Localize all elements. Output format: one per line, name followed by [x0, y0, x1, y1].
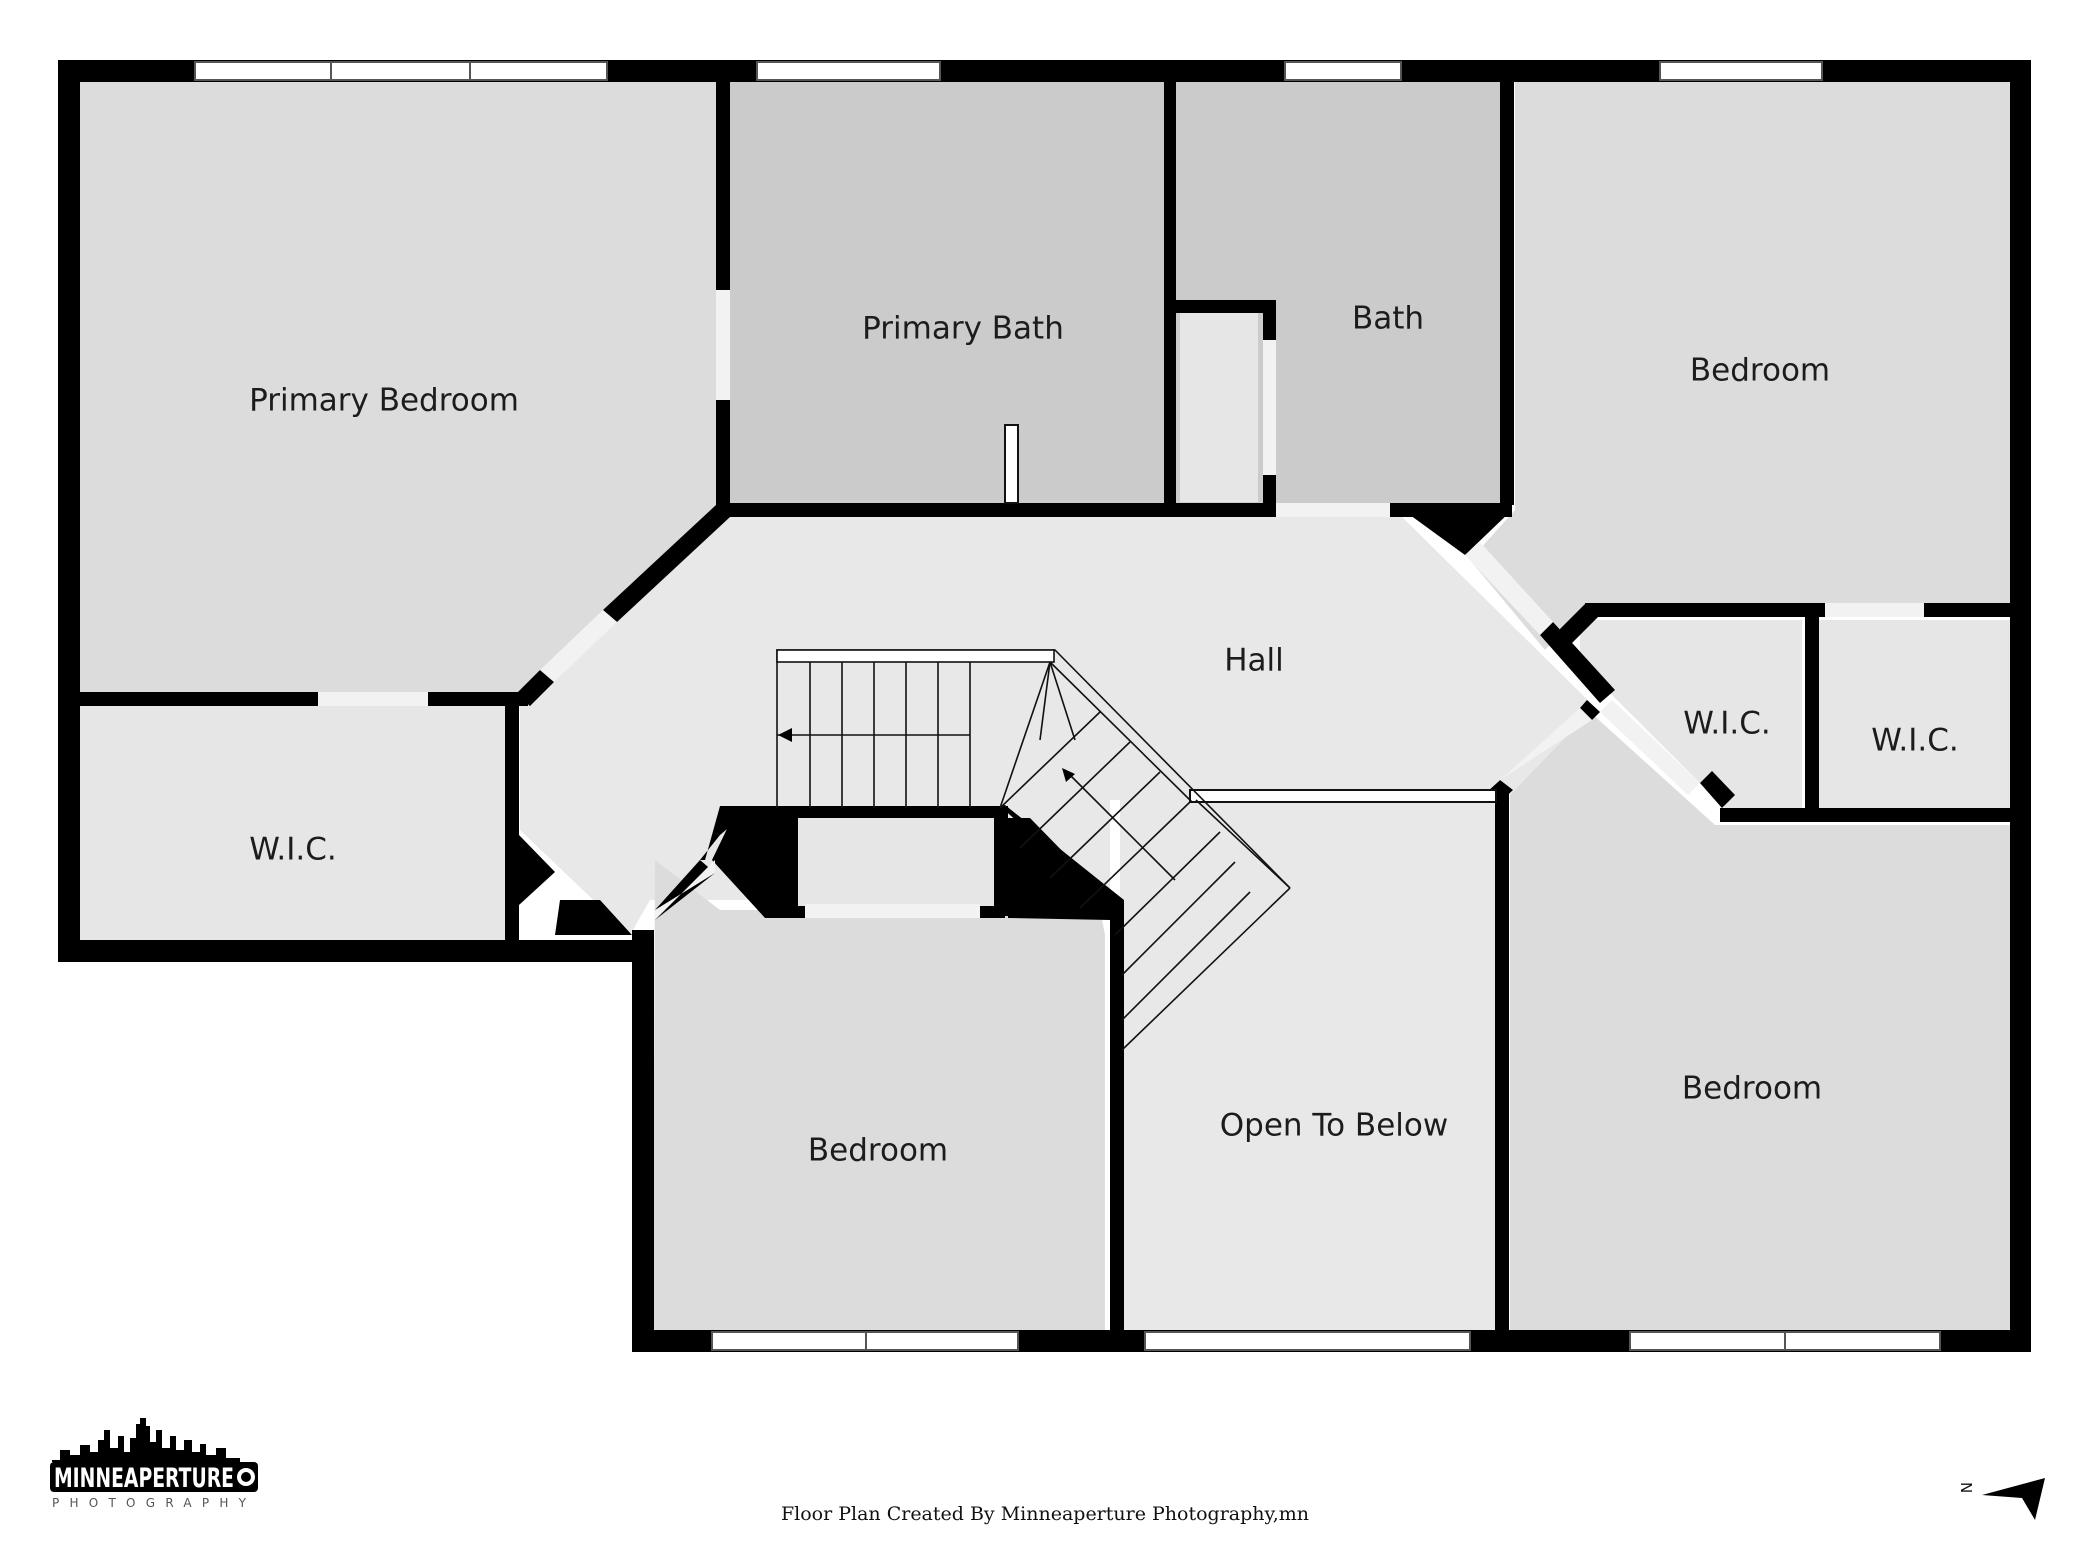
wic-east-1-floor: [1580, 620, 1802, 808]
window: [194, 61, 608, 81]
north-arrow-icon: N: [1957, 1478, 2045, 1520]
south-bedroom-floor: [653, 860, 1105, 1330]
se-bedroom-floor: [1510, 712, 2010, 1330]
footer-credit: Floor Plan Created By Minneaperture Phot…: [781, 1503, 1309, 1525]
window: [1284, 61, 1402, 81]
label-open-to-below: Open To Below: [1220, 1108, 1448, 1144]
room-labels: Primary Bedroom Primary Bath Bath Bedroo…: [249, 301, 1959, 1169]
label-hall: Hall: [1224, 643, 1284, 679]
primary-bedroom-floor: [80, 80, 720, 695]
linen-closet-floor: [1180, 312, 1258, 502]
window: [756, 61, 941, 81]
wic-east-2-floor: [1818, 620, 2010, 808]
label-primary-bedroom: Primary Bedroom: [249, 383, 519, 419]
ne-bedroom-floor: [1470, 80, 2010, 650]
primary-bath-floor: [730, 80, 1165, 505]
primary-wic-floor: [80, 705, 505, 940]
company-logo: MINNEAPERTURE PHOTOGRAPHY: [50, 1418, 258, 1510]
label-bedroom-south: Bedroom: [808, 1133, 948, 1169]
logo-wordmark: MINNEAPERTURE: [54, 1463, 234, 1494]
room-floors: [80, 80, 2010, 1330]
label-wic-primary: W.I.C.: [249, 832, 336, 868]
logo-subtitle: PHOTOGRAPHY: [52, 1496, 257, 1510]
label-bedroom-se: Bedroom: [1682, 1071, 1822, 1107]
openings: [318, 290, 1924, 920]
label-wic-east-1: W.I.C.: [1683, 706, 1770, 742]
north-letter: N: [1957, 1482, 1975, 1493]
staircase: [776, 649, 1291, 1051]
windows: [194, 61, 1941, 1351]
label-bedroom-ne: Bedroom: [1690, 353, 1830, 389]
label-primary-bath: Primary Bath: [862, 311, 1064, 347]
open-to-below-floor: [1120, 800, 1495, 1330]
label-bath: Bath: [1352, 301, 1424, 337]
window: [1659, 61, 1823, 81]
window: [1144, 1331, 1471, 1351]
label-wic-east-2: W.I.C.: [1871, 723, 1958, 759]
south-closet-floor: [795, 818, 995, 908]
